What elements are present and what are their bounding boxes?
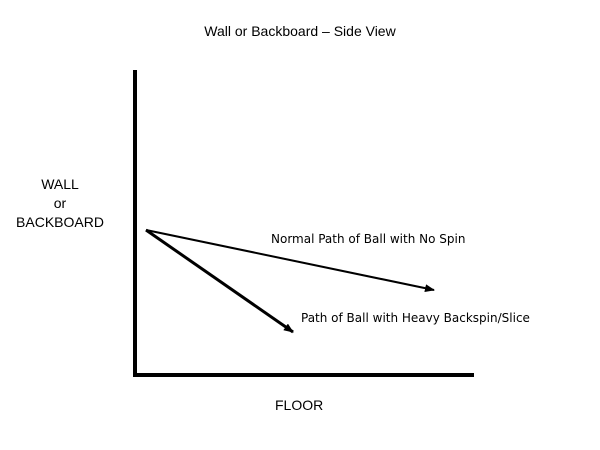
normal-path-label: Normal Path of Ball with No Spin bbox=[271, 232, 466, 246]
wall-label-line-1: WALL bbox=[41, 176, 79, 192]
normal-path-arrow bbox=[145, 229, 435, 293]
floor-label: FLOOR bbox=[275, 397, 324, 413]
wall-label-line-3: BACKBOARD bbox=[16, 214, 104, 230]
backspin-path-label: Path of Ball with Heavy Backspin/Slice bbox=[301, 311, 530, 325]
backspin-path-arrow bbox=[145, 228, 294, 334]
wall-label-line-2: or bbox=[53, 195, 67, 211]
diagram-title: Wall or Backboard – Side View bbox=[204, 23, 396, 39]
wall-label: WALL or BACKBOARD bbox=[0, 175, 120, 232]
